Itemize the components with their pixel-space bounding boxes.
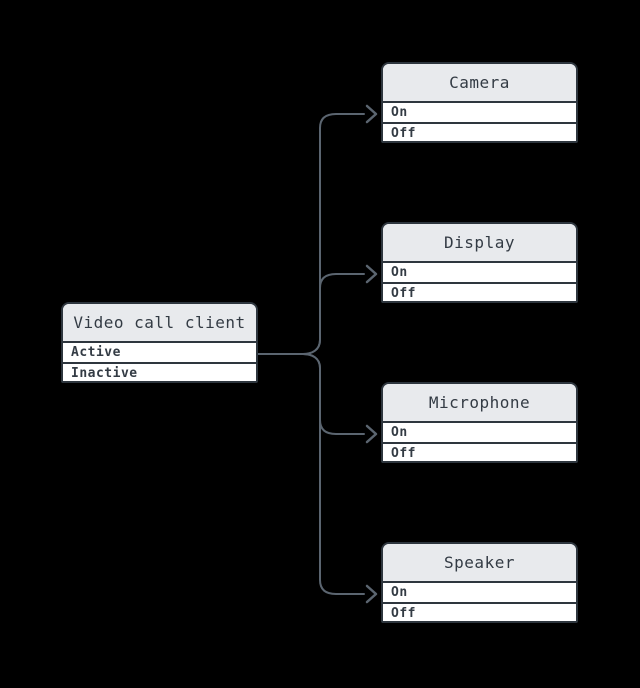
- node-row: On: [383, 423, 576, 442]
- node-speaker: Speaker On Off: [381, 542, 578, 623]
- node-video-call-client: Video call client Active Inactive: [61, 302, 258, 383]
- node-display: Display On Off: [381, 222, 578, 303]
- node-row: Inactive: [63, 362, 256, 381]
- node-row: Off: [383, 122, 576, 141]
- arrow-right-icon: [365, 264, 378, 284]
- node-row: Active: [63, 343, 256, 362]
- node-microphone: Microphone On Off: [381, 382, 578, 463]
- node-title: Camera: [383, 64, 576, 103]
- edge-video-call-client-to-display: [257, 273, 365, 355]
- edge-video-call-client-to-camera: [257, 113, 365, 355]
- edge-video-call-client-to-speaker: [257, 353, 365, 595]
- node-camera: Camera On Off: [381, 62, 578, 143]
- node-row: On: [383, 263, 576, 282]
- node-title: Microphone: [383, 384, 576, 423]
- node-row: On: [383, 103, 576, 122]
- arrow-right-icon: [365, 104, 378, 124]
- node-row: Off: [383, 602, 576, 621]
- node-row: Off: [383, 442, 576, 461]
- node-title: Display: [383, 224, 576, 263]
- arrow-right-icon: [365, 584, 378, 604]
- node-row: Off: [383, 282, 576, 301]
- arrow-right-icon: [365, 424, 378, 444]
- node-title: Speaker: [383, 544, 576, 583]
- node-row: On: [383, 583, 576, 602]
- edge-video-call-client-to-microphone: [257, 353, 365, 435]
- node-title: Video call client: [63, 304, 256, 343]
